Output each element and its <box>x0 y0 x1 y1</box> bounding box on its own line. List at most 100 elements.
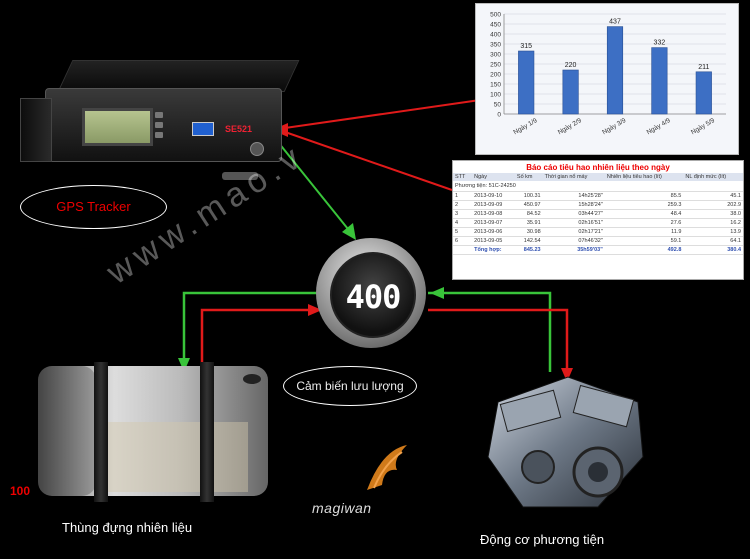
red-arrowhead-engine <box>561 368 573 382</box>
magiwan-logo-icon <box>367 445 407 490</box>
report-cell: 2013-09-06 <box>472 227 515 237</box>
report-cell: 2013-09-10 <box>472 191 515 201</box>
report-total-cell: Tổng hợp: <box>472 245 515 255</box>
chart-y-tick-label: 300 <box>490 52 501 59</box>
chart-x-tick-label: Ngày 5/9 <box>690 117 716 136</box>
report-cell: 03h44'27" <box>542 209 605 219</box>
report-cell: 13.9 <box>683 227 743 237</box>
report-cell: 38.0 <box>683 209 743 219</box>
gauge-value: 400 <box>345 278 402 316</box>
tank-front <box>38 366 96 496</box>
chart-bar <box>606 26 624 115</box>
chart-x-tick-label: Ngày 3/9 <box>601 117 627 136</box>
report-cell: 2013-09-08 <box>472 209 515 219</box>
chart-y-tick-label: 0 <box>497 112 501 119</box>
fuel-to-engine-green-line <box>428 291 552 372</box>
chart-y-tick-label: 200 <box>490 72 501 79</box>
report-cell: 202.9 <box>683 200 743 210</box>
report-cell: 2013-09-07 <box>472 218 515 228</box>
engine-caption: Động cơ phương tiện <box>480 532 605 547</box>
report-cell: 59.1 <box>604 236 684 246</box>
engine-return-red-line <box>428 308 569 372</box>
flow-sensor-gauge: 400 <box>316 238 426 348</box>
gauge-display: 400 <box>330 252 416 338</box>
report-cell: 6 <box>453 236 473 246</box>
report-cell: 11.9 <box>604 227 684 237</box>
report-header-cell: Nhiên liệu tiêu hao (lít) <box>604 173 684 181</box>
chart-y-tick-label: 350 <box>490 42 501 49</box>
chart-y-tick-label: 250 <box>490 62 501 69</box>
chart-x-tick-label: Ngày 1/9 <box>512 117 538 136</box>
report-header-cell: Ngày <box>472 173 515 181</box>
device-screen <box>82 108 153 146</box>
chart-y-tick-label: 100 <box>490 92 501 99</box>
chart-bar <box>651 47 668 115</box>
fuel-report-table: Báo cáo tiêu hao nhiên liệu theo ngày ST… <box>452 160 744 280</box>
chart-data-label: 315 <box>520 43 532 50</box>
red-arrowhead-sensor <box>308 304 322 316</box>
device-key <box>222 172 258 180</box>
chart-y-tick-label: 150 <box>490 82 501 89</box>
report-total-cell: 845.23 <box>514 245 543 255</box>
report-cell: 84.52 <box>514 209 543 219</box>
report-vehicle: Phương tiện: 51C-24250 <box>453 181 743 192</box>
sd-card <box>192 122 214 136</box>
report-total-cell <box>453 245 473 255</box>
chart-data-label: 211 <box>698 64 709 71</box>
chart-y-tick-label: 450 <box>490 22 501 29</box>
fuel-supply-green-line <box>182 291 318 360</box>
tank-caption: Thùng đựng nhiên liệu <box>62 520 193 535</box>
report-title: Báo cáo tiêu hao nhiên liệu theo ngày <box>526 163 670 172</box>
device-button <box>155 112 163 118</box>
gps-tracker-label: GPS Tracker <box>20 185 167 229</box>
green-arrowhead-sensor <box>342 223 356 240</box>
report-header-cell: Số km <box>514 173 543 181</box>
report-total-cell: 35h59'03" <box>542 245 605 255</box>
flow-sensor-label: Cảm biến lưu lượng <box>283 366 417 406</box>
green-arrowhead-tank <box>178 358 190 372</box>
chart-data-label: 220 <box>565 62 577 69</box>
report-cell: 02h17'21" <box>542 227 605 237</box>
tank-cap <box>243 374 261 384</box>
chart-y-tick-label: 500 <box>490 12 501 19</box>
tank-strap <box>94 362 108 502</box>
report-cell: 85.5 <box>604 191 684 201</box>
report-cell: 02h16'51" <box>542 218 605 228</box>
report-cell: 35.91 <box>514 218 543 228</box>
report-cell: 27.6 <box>604 218 684 228</box>
report-cell: 48.4 <box>604 209 684 219</box>
engine-image <box>487 376 644 508</box>
device-model-label: SE521 <box>225 124 253 134</box>
device-side-door <box>20 98 52 162</box>
report-header-cell: NL định mức (lít) <box>683 173 743 181</box>
gps-tracker-device: SE521 <box>20 60 300 162</box>
report-cell: 15h28'24" <box>542 200 605 210</box>
chart-bar <box>518 50 535 115</box>
report-total-cell: 380.4 <box>683 245 743 255</box>
chart-data-label: 332 <box>654 40 666 47</box>
report-total-cell: 492.8 <box>604 245 684 255</box>
chart-y-tick-label: 50 <box>494 102 502 109</box>
device-knob <box>250 142 264 156</box>
report-cell: 2 <box>453 200 473 210</box>
report-header-cell: Thời gian nổ máy <box>542 173 605 181</box>
report-cell: 45.1 <box>683 191 743 201</box>
report-cell: 259.3 <box>604 200 684 210</box>
chart-x-tick-label: Ngày 4/9 <box>646 117 672 136</box>
report-cell: 142.54 <box>514 236 543 246</box>
fuel-return-red-line <box>200 308 318 372</box>
tank-fuel-level <box>98 422 248 492</box>
device-button <box>155 132 163 138</box>
report-header-cell: STT <box>453 173 473 181</box>
report-cell: 64.1 <box>683 236 743 246</box>
chart-to-tracker-line <box>284 99 481 129</box>
